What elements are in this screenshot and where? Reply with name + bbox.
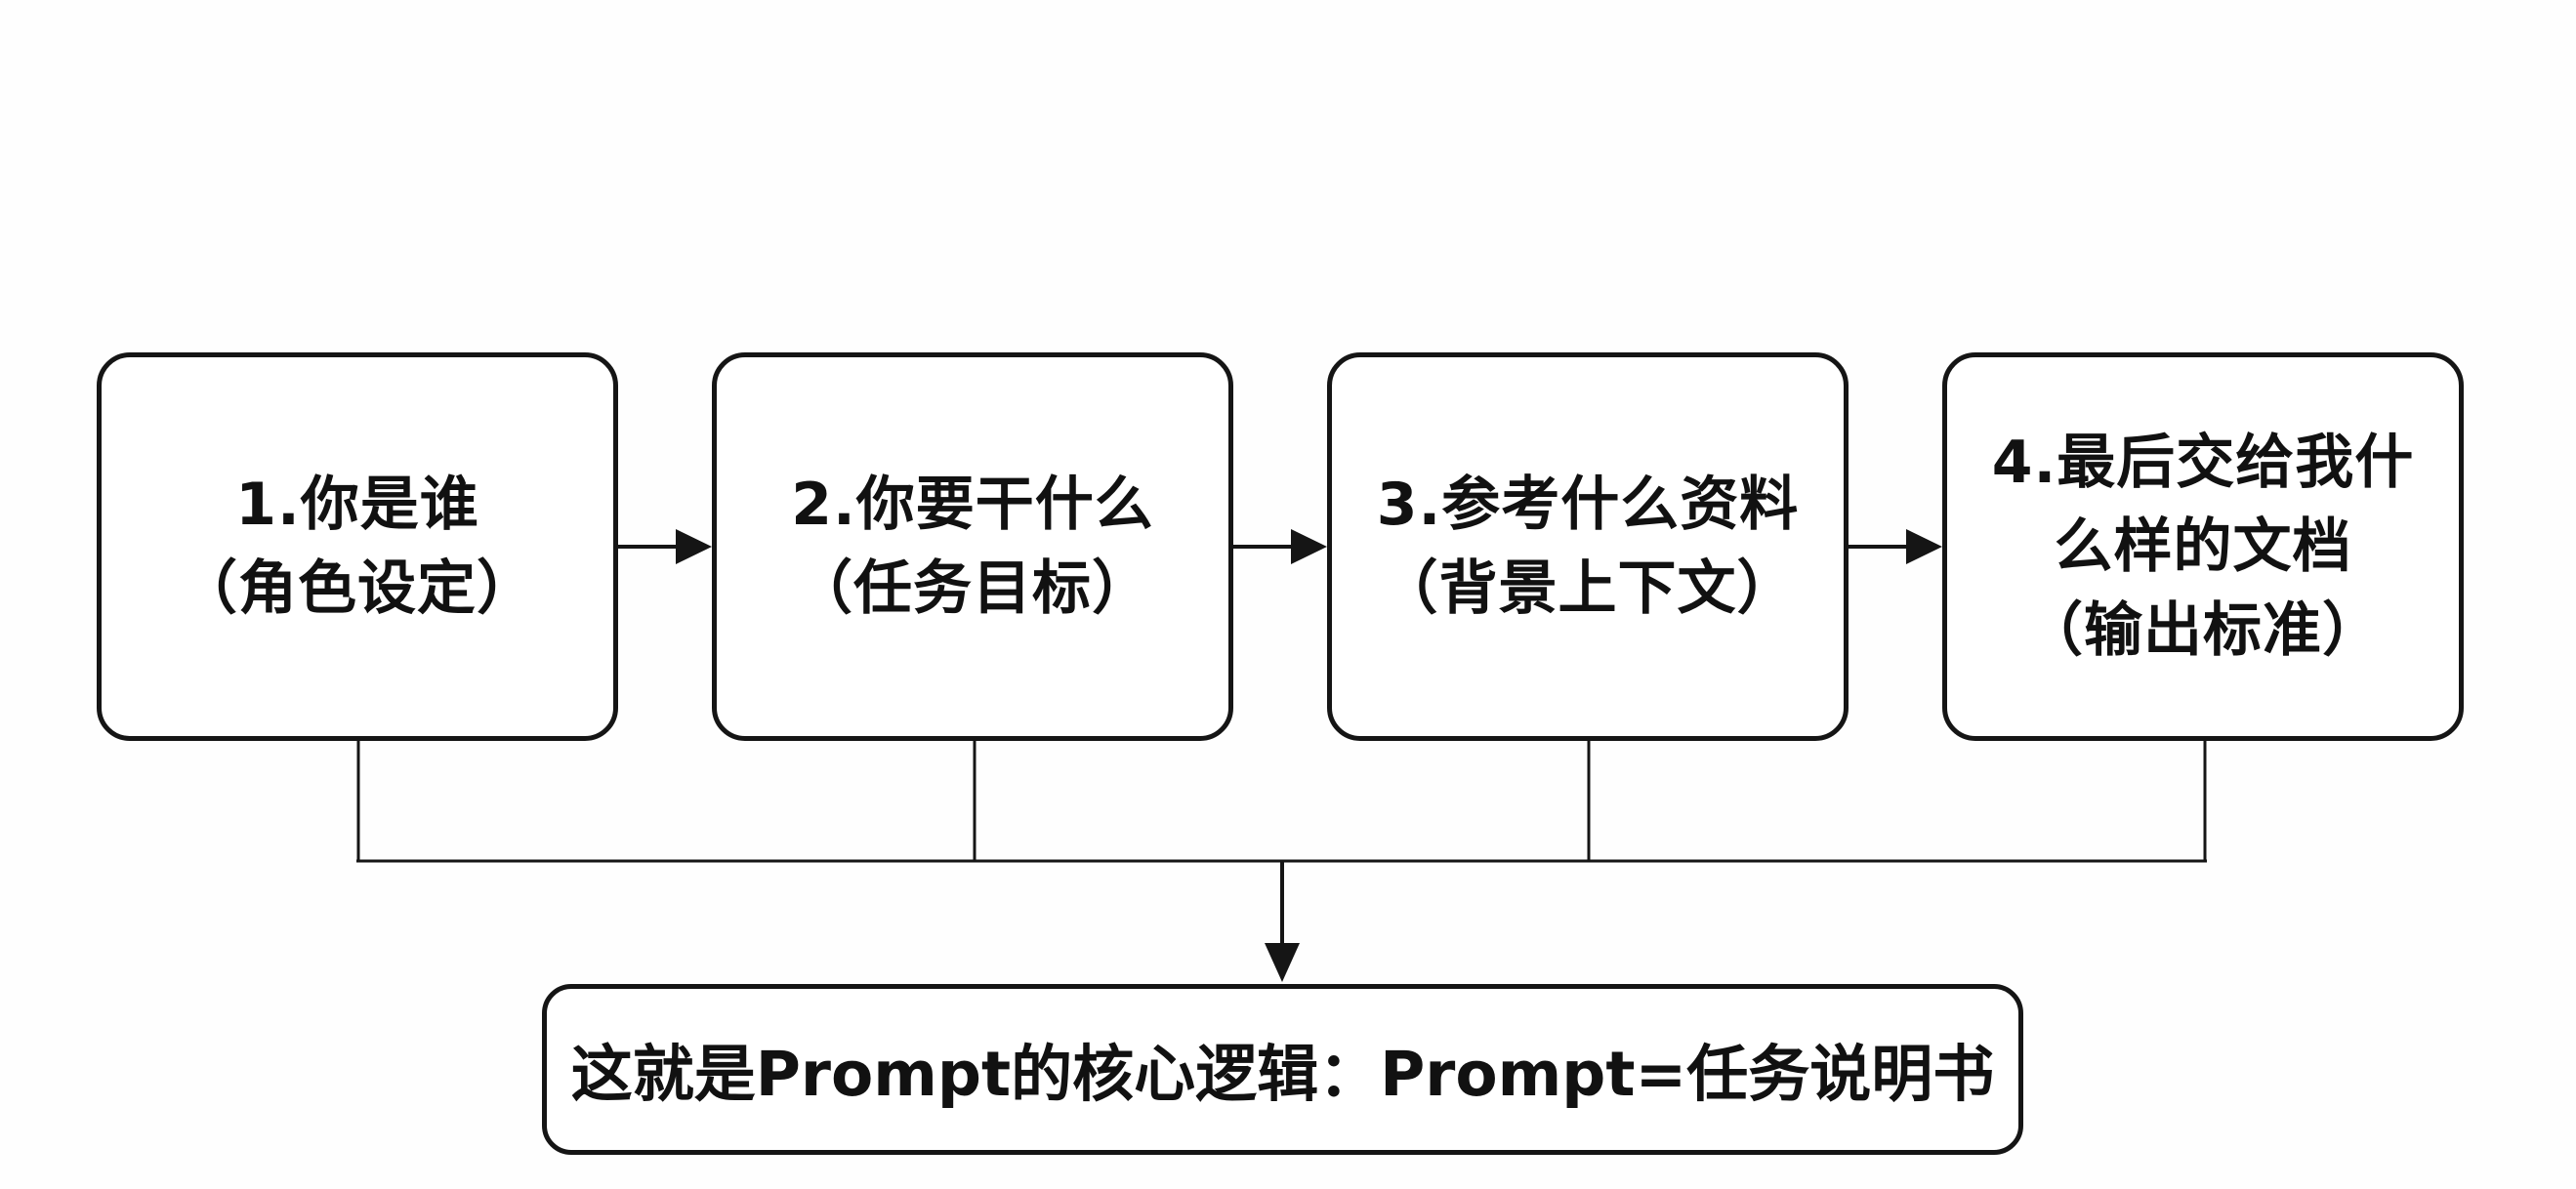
step-box-context: 3.参考什么资料 （背景上下文） [1327,352,1849,741]
step-subtitle: （任务目标） [794,554,1151,623]
step-subtitle: （角色设定） [179,554,536,623]
step-box-role: 1.你是谁 （角色设定） [97,352,618,741]
step-subtitle: （背景上下文） [1379,554,1797,623]
step-title: 3.参考什么资料 [1376,471,1800,539]
step-title: 2.你要干什么 [791,471,1154,539]
arrow-step1-to-step2 [618,529,712,564]
step-title: 4.最后交给我什么样的文档 [1991,429,2415,581]
step-box-goal: 2.你要干什么 （任务目标） [712,352,1233,741]
arrow-step2-to-step3 [1233,529,1327,564]
step-box-output: 4.最后交给我什么样的文档 （输出标准） [1942,352,2464,741]
summary-box: 这就是Prompt的核心逻辑：Prompt=任务说明书 [542,984,2023,1155]
arrow-step3-to-step4 [1849,529,1942,564]
arrow-to-summary [1265,861,1300,982]
collector-lines [356,741,2207,863]
step-title: 1.你是谁 [235,471,479,539]
step-subtitle: （输出标准） [2024,596,2382,665]
summary-text: 这就是Prompt的核心逻辑：Prompt=任务说明书 [570,1039,1995,1110]
